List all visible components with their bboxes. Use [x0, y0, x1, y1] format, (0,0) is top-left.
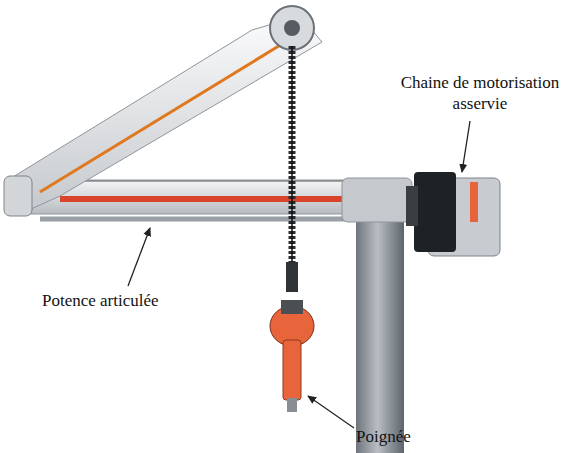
elbow-joint [4, 176, 32, 216]
part-label: Poignée [356, 426, 456, 447]
diagonal-arm [8, 16, 322, 214]
pulley [270, 6, 314, 50]
coiled-cable [289, 46, 296, 262]
handle-tip [287, 398, 297, 412]
diagonal-stripe [40, 44, 282, 192]
leader-arrow [128, 228, 150, 286]
leader-arrow [462, 121, 470, 172]
handle-grip [283, 340, 301, 400]
part-label: Potence articulée [42, 290, 212, 311]
arm-hinge [342, 178, 412, 222]
lower-rod [40, 217, 352, 222]
handle-screen [281, 300, 303, 314]
pulley-hub [284, 20, 300, 36]
cable-core [291, 46, 293, 262]
pillar [356, 200, 404, 453]
motor [414, 172, 456, 252]
cable-connector [286, 262, 298, 292]
motor-flange [406, 186, 418, 226]
motor-accent [470, 182, 478, 222]
leader-arrow [308, 396, 354, 428]
part-label: Chaine de motorisation asservie [400, 72, 560, 114]
